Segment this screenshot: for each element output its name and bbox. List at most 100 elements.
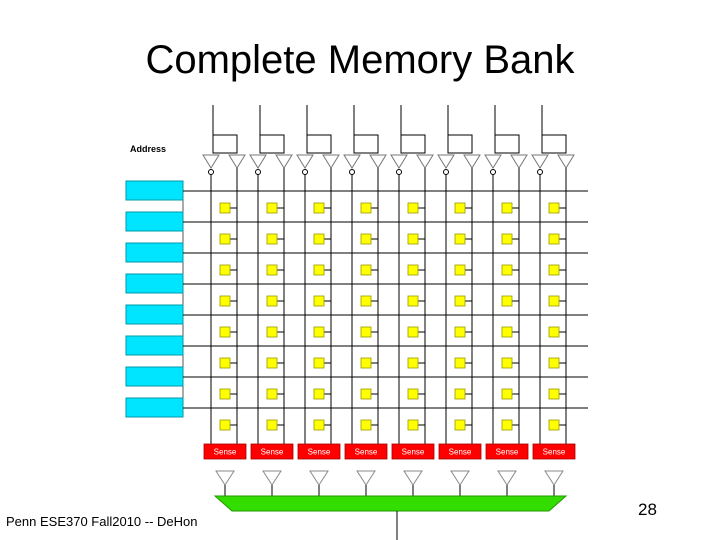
memory-cell	[266, 357, 278, 369]
bubble	[490, 169, 496, 175]
memory-cell	[313, 388, 325, 400]
memory-cell	[360, 326, 372, 338]
slide-title: Complete Memory Bank	[145, 38, 575, 82]
memory-cell	[219, 357, 231, 369]
memory-cell	[313, 202, 325, 214]
address-decoder-block	[125, 180, 184, 201]
bubble	[255, 169, 261, 175]
memory-cell	[548, 264, 560, 276]
memory-cell	[266, 233, 278, 245]
memory-cell	[548, 357, 560, 369]
memory-cell	[407, 357, 419, 369]
sense-amp-block	[297, 443, 341, 460]
precharge-buffer	[228, 154, 246, 169]
bubble	[537, 169, 543, 175]
memory-cell	[454, 264, 466, 276]
sense-amp-block	[203, 443, 247, 460]
memory-cell	[501, 357, 513, 369]
memory-cell	[501, 326, 513, 338]
cell-array	[219, 202, 566, 431]
output-buffer	[215, 470, 235, 486]
memory-cell	[219, 295, 231, 307]
memory-cell	[454, 419, 466, 431]
memory-cell	[313, 295, 325, 307]
memory-cell	[360, 419, 372, 431]
sense-amp-block	[391, 443, 435, 460]
memory-cell	[454, 326, 466, 338]
memory-cell	[548, 419, 560, 431]
column-mux-box	[306, 134, 332, 154]
sense-amp-label: Sense	[402, 448, 425, 457]
output-bus	[213, 495, 568, 512]
memory-cell	[454, 388, 466, 400]
memory-cell	[501, 264, 513, 276]
memory-cell	[501, 388, 513, 400]
memory-cell	[407, 295, 419, 307]
column-mux-box	[212, 134, 238, 154]
sense-amp-label: Sense	[449, 448, 472, 457]
column-mux-box	[353, 134, 379, 154]
precharge-buffer	[557, 154, 575, 169]
memory-cell	[548, 388, 560, 400]
sense-amp-label: Sense	[308, 448, 331, 457]
memory-cell	[360, 357, 372, 369]
precharge-buffer	[484, 154, 502, 169]
memory-cell	[454, 295, 466, 307]
memory-cell	[266, 202, 278, 214]
memory-cell	[360, 202, 372, 214]
sense-amp-label: Sense	[496, 448, 519, 457]
precharge-buffer	[343, 154, 361, 169]
precharge-buffer	[249, 154, 267, 169]
precharge-buffer	[202, 154, 220, 169]
address-decoder-block	[125, 273, 184, 294]
address-decoder-block	[125, 366, 184, 387]
memory-cell	[454, 202, 466, 214]
address-decoder-block	[125, 242, 184, 263]
column-mux-box	[447, 134, 473, 154]
memory-cell	[548, 202, 560, 214]
precharge-buffer	[510, 154, 528, 169]
memory-cell	[313, 357, 325, 369]
sense-amp-block	[438, 443, 482, 460]
address-decoder-block	[125, 397, 184, 418]
memory-cell	[454, 357, 466, 369]
memory-cell	[219, 264, 231, 276]
memory-cell	[313, 233, 325, 245]
column-mux-box	[494, 134, 520, 154]
bubble	[302, 169, 308, 175]
column-mux-box	[541, 134, 567, 154]
sense-amp-block	[485, 443, 529, 460]
output-buffer	[309, 470, 329, 486]
memory-cell	[313, 264, 325, 276]
output-buffer	[450, 470, 470, 486]
memory-cell	[219, 202, 231, 214]
memory-cell	[548, 295, 560, 307]
column-mux-box	[259, 134, 285, 154]
precharge-buffer	[390, 154, 408, 169]
sense-amp-block	[250, 443, 294, 460]
sense-amp-label: Sense	[214, 448, 237, 457]
memory-cell	[501, 419, 513, 431]
sense-amp-block	[532, 443, 576, 460]
sense-amp-label: Sense	[355, 448, 378, 457]
precharge-buffer	[416, 154, 434, 169]
address-label: Address	[130, 144, 166, 154]
memory-cell	[266, 295, 278, 307]
sense-amp-label: Sense	[261, 448, 284, 457]
precharge-buffer	[275, 154, 293, 169]
memory-cell	[501, 295, 513, 307]
output-bus-group	[213, 495, 568, 540]
precharge-buffer	[322, 154, 340, 169]
bubble	[349, 169, 355, 175]
page-number: 28	[638, 500, 657, 519]
memory-cell	[266, 264, 278, 276]
precharge-buffer	[437, 154, 455, 169]
column-mux-box	[400, 134, 426, 154]
memory-cell	[548, 326, 560, 338]
memory-cell	[407, 202, 419, 214]
output-buffer	[497, 470, 517, 486]
memory-cell	[219, 326, 231, 338]
memory-cell	[407, 264, 419, 276]
